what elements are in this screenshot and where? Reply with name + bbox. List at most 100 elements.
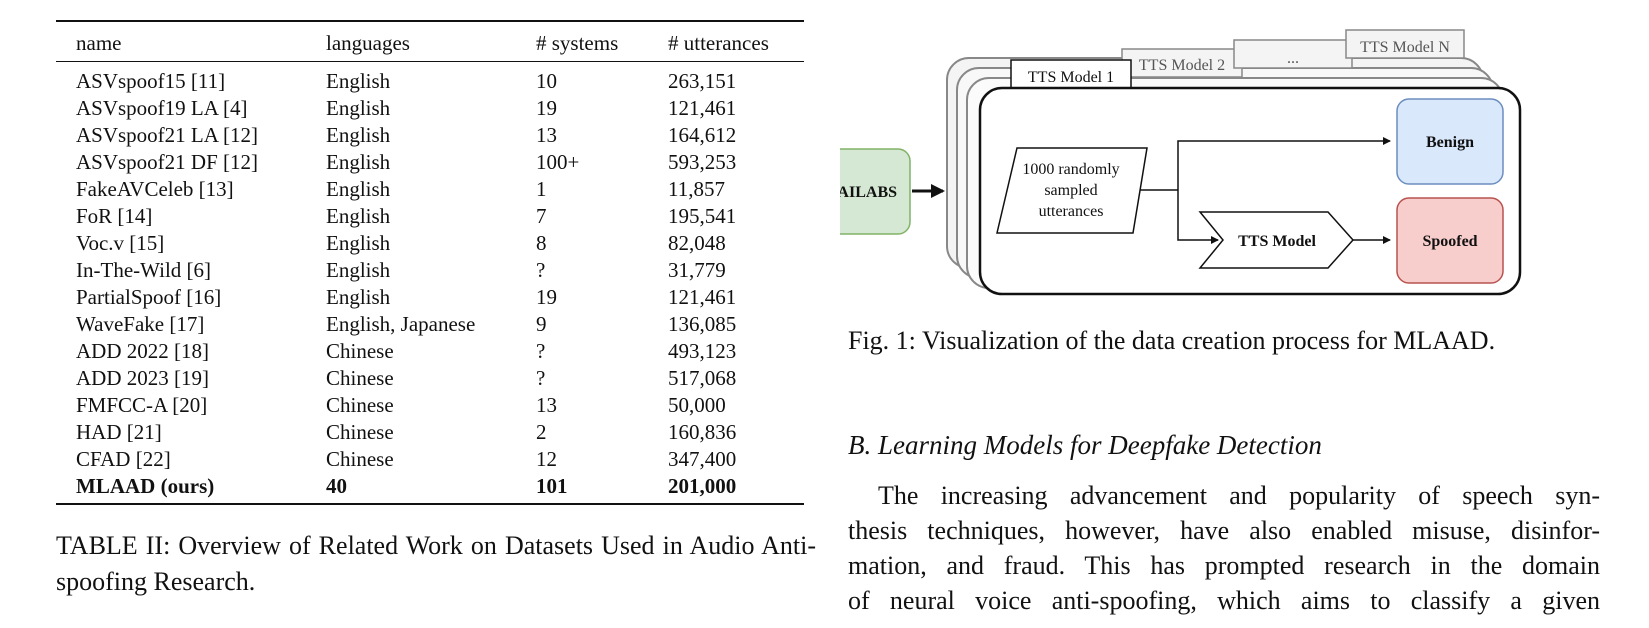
cell-languages: English — [326, 204, 391, 228]
tab-tts-model-2-label: TTS Model 2 — [1139, 57, 1225, 74]
table-row: FakeAVCeleb [13] English 1 11,857 — [56, 176, 804, 203]
cell-languages: English — [326, 177, 391, 201]
cell-systems: 9 — [536, 312, 547, 336]
body-line-4: of neural voice anti-spoofing, which aim… — [848, 586, 1600, 615]
cell-languages: English, Japanese — [326, 312, 476, 336]
table-row: ASVspoof19 LA [4] English 19 121,461 — [56, 95, 804, 122]
cell-languages: 40 — [326, 474, 347, 498]
data-creation-diagram: TTS Model 2 ... TTS Model N TTS Model 1 … — [840, 29, 1522, 296]
tts-model-label: TTS Model — [1238, 233, 1316, 250]
cell-systems: 101 — [536, 474, 568, 498]
cell-languages: Chinese — [326, 339, 394, 363]
cell-name: Voc.v [15] — [76, 231, 165, 255]
sampled-utterances-line1: 1000 randomly — [1022, 161, 1119, 178]
cell-utterances: 517,068 — [668, 366, 737, 390]
cell-utterances: 263,151 — [668, 69, 737, 93]
cell-name: ASVspoof15 [11] — [76, 69, 226, 93]
table-row: WaveFake [17] English, Japanese 9 136,085 — [56, 311, 804, 338]
arrow-to-benign — [1177, 137, 1391, 190]
table-caption: TABLE II: Overview of Related Work on Da… — [56, 531, 816, 596]
col-header-systems: # systems — [536, 31, 619, 55]
cell-name: WaveFake [17] — [76, 312, 205, 336]
cell-systems: ? — [536, 366, 546, 390]
cell-languages: English — [326, 285, 391, 309]
cell-utterances: 121,461 — [668, 285, 737, 309]
cell-utterances: 493,123 — [668, 339, 737, 363]
tts-model-node — [1198, 211, 1355, 269]
cell-systems: 7 — [536, 204, 547, 228]
cell-languages: Chinese — [326, 393, 394, 417]
cell-systems: 19 — [536, 96, 557, 120]
cell-systems: 8 — [536, 231, 547, 255]
table-row: In-The-Wild [6] English? 31,779 — [56, 257, 804, 284]
sampled-utterances-line3: utterances — [1039, 203, 1104, 220]
cell-systems: 13 — [536, 393, 557, 417]
cell-systems: ? — [536, 258, 546, 282]
cell-utterances: 11,857 — [668, 177, 725, 201]
cell-utterances: 201,000 — [668, 474, 737, 498]
cell-utterances: 347,400 — [668, 447, 737, 471]
cell-name: In-The-Wild [6] — [76, 258, 212, 282]
body-line-1: The increasing advancement and popularit… — [878, 481, 1600, 510]
cell-utterances: 160,836 — [668, 420, 737, 444]
table-row: PartialSpoof [16] English 19 121,461 — [56, 284, 804, 311]
table-row: HAD [21] Chinese 2 160,836 — [56, 419, 804, 446]
related-work-table: name languages # systems # utterances AS… — [56, 20, 804, 505]
table-row: ASVspoof15 [11] English 10 263,151 — [56, 62, 804, 96]
table-row: FoR [14] English 7 195,541 — [56, 203, 804, 230]
cell-name: ADD 2023 [19] — [76, 366, 209, 390]
table-row: Voc.v [15] English 8 82,048 — [56, 230, 804, 257]
source-dataset-label: M-AILABS — [840, 184, 897, 201]
cell-languages: English — [326, 231, 391, 255]
arrow-to-tts-model — [1177, 190, 1219, 244]
cell-systems: 2 — [536, 420, 547, 444]
cell-systems: 1 — [536, 177, 547, 201]
cell-languages: English — [326, 96, 391, 120]
figure-caption: Fig. 1: Visualization of the data creati… — [848, 326, 1496, 355]
sampled-utterances-line2: sampled — [1044, 182, 1097, 199]
cell-utterances: 31,779 — [668, 258, 726, 282]
cell-systems: 12 — [536, 447, 557, 471]
cell-name: MLAAD (ours) — [76, 474, 215, 498]
body-line-3: mation, and fraud. This has prompted res… — [848, 551, 1600, 580]
body-line-2: thesis techniques, however, have also en… — [848, 516, 1600, 545]
tab-tts-model-n-label: TTS Model N — [1360, 39, 1450, 56]
col-header-name: name — [76, 31, 122, 55]
cell-languages: English — [326, 150, 391, 174]
benign-output-label: Benign — [1426, 134, 1474, 151]
table-header-row: name languages # systems # utterances — [56, 21, 804, 62]
cell-languages: English — [326, 69, 391, 93]
cell-languages: English — [326, 258, 391, 282]
cell-name: PartialSpoof [16] — [76, 285, 222, 309]
cell-systems: 10 — [536, 69, 557, 93]
cell-name: FoR [14] — [76, 204, 153, 228]
cell-utterances: 195,541 — [668, 204, 737, 228]
table-row: ADD 2023 [19]Chinese?517,068 — [56, 365, 804, 392]
cell-utterances: 164,612 — [668, 123, 737, 147]
cell-systems: 19 — [536, 285, 557, 309]
tab-tts-model-n — [1345, 29, 1465, 59]
cell-utterances: 121,461 — [668, 96, 737, 120]
spoofed-output-box — [1396, 197, 1504, 284]
source-dataset-box — [840, 148, 911, 235]
benign-output-box — [1396, 98, 1504, 185]
cell-utterances: 82,048 — [668, 231, 726, 255]
cell-name: ASVspoof19 LA [4] — [76, 96, 248, 120]
section-body: The increasing advancement and popularit… — [848, 478, 1600, 618]
cell-name: FMFCC-A [20] — [76, 393, 208, 417]
cell-languages: Chinese — [326, 420, 394, 444]
cell-name: HAD [21] — [76, 420, 162, 444]
table-row: ADD 2022 [18]Chinese?493,123 — [56, 338, 804, 365]
cell-name: ADD 2022 [18] — [76, 339, 209, 363]
cell-name: FakeAVCeleb [13] — [76, 177, 234, 201]
cell-utterances: 136,085 — [668, 312, 737, 336]
cell-systems: 100+ — [536, 150, 580, 174]
spoofed-output-label: Spoofed — [1422, 233, 1477, 250]
cell-utterances: 593,253 — [668, 150, 737, 174]
section-heading: B. Learning Models for Deepfake Detectio… — [848, 430, 1322, 460]
cell-name: CFAD [22] — [76, 447, 171, 471]
